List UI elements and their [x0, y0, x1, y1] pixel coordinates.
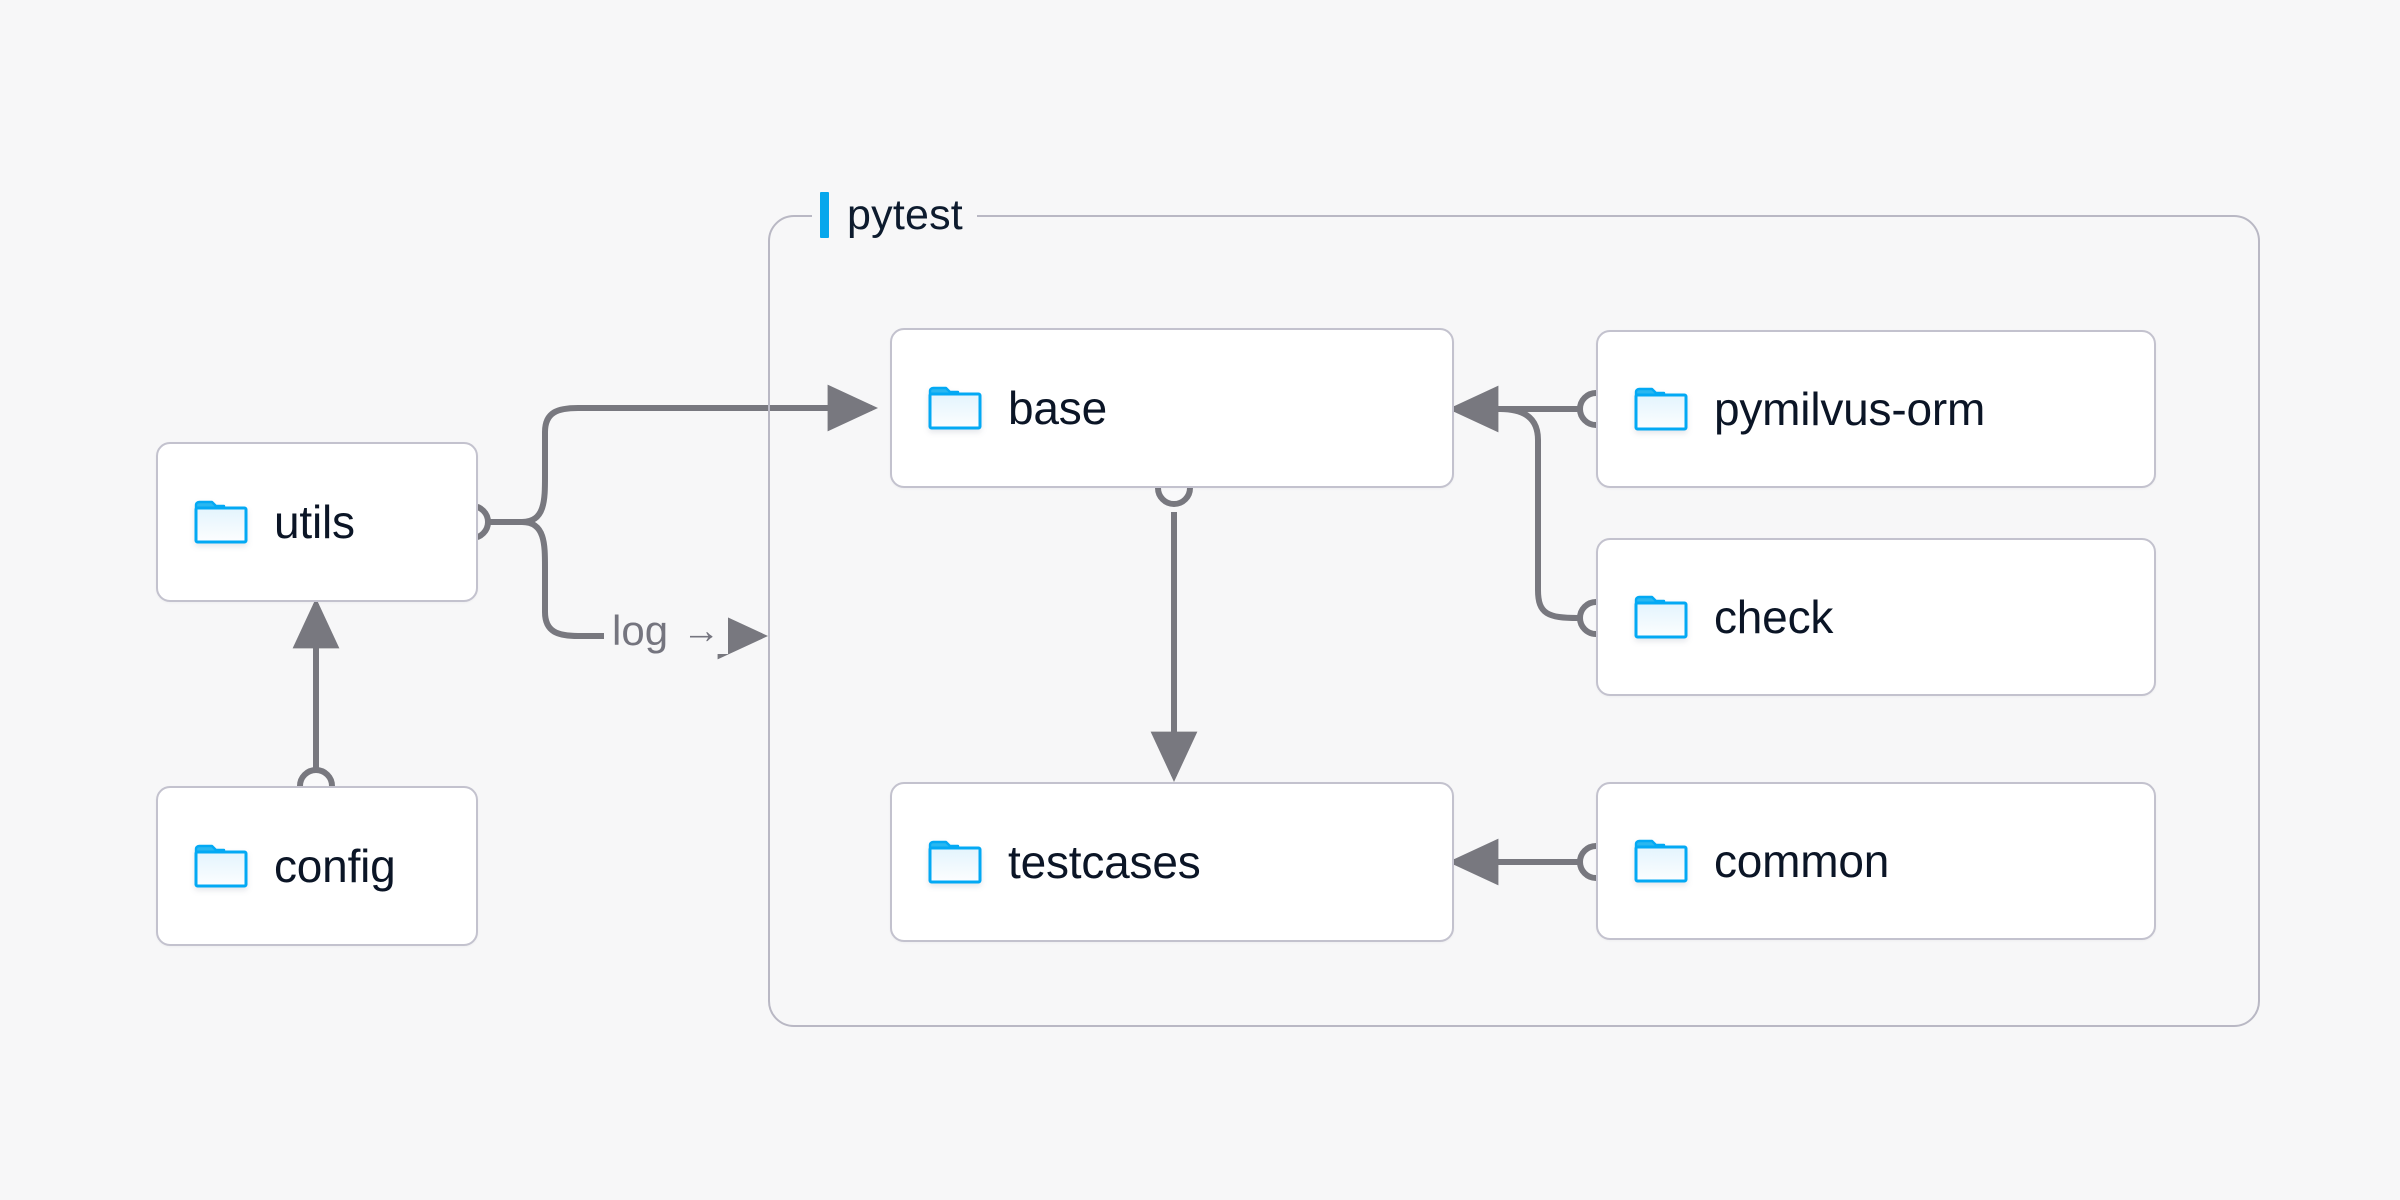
node-check[interactable]: check — [1596, 538, 2156, 696]
node-config-label: config — [274, 840, 396, 892]
node-utils-label: utils — [274, 496, 355, 548]
edge-utils-to-log — [521, 519, 612, 639]
folder-icon — [1634, 387, 1688, 431]
folder-icon — [928, 386, 982, 430]
node-base-label: base — [1008, 382, 1107, 434]
accent-bar-icon — [820, 192, 829, 238]
folder-icon — [194, 500, 248, 544]
folder-icon — [928, 840, 982, 884]
node-config[interactable]: config — [156, 786, 478, 946]
arrow-right-icon: → — [682, 610, 721, 652]
node-testcases[interactable]: testcases — [890, 782, 1454, 942]
group-pytest-title: pytest — [847, 190, 963, 239]
node-base[interactable]: base — [890, 328, 1454, 488]
folder-icon — [194, 844, 248, 888]
folder-icon — [1634, 839, 1688, 883]
edge-label-log-text: log — [612, 607, 669, 654]
node-pymilvus-orm-label: pymilvus-orm — [1714, 383, 1986, 435]
folder-icon — [1634, 595, 1688, 639]
group-pytest-label: pytest — [812, 188, 977, 242]
node-utils[interactable]: utils — [156, 442, 478, 602]
group-pytest[interactable] — [768, 215, 2260, 1027]
node-pymilvus-orm[interactable]: pymilvus-orm — [1596, 330, 2156, 488]
node-common-label: common — [1714, 835, 1890, 887]
node-testcases-label: testcases — [1008, 836, 1201, 888]
node-check-label: check — [1714, 591, 1834, 643]
node-common[interactable]: common — [1596, 782, 2156, 940]
edge-label-log: log → — [604, 607, 729, 654]
